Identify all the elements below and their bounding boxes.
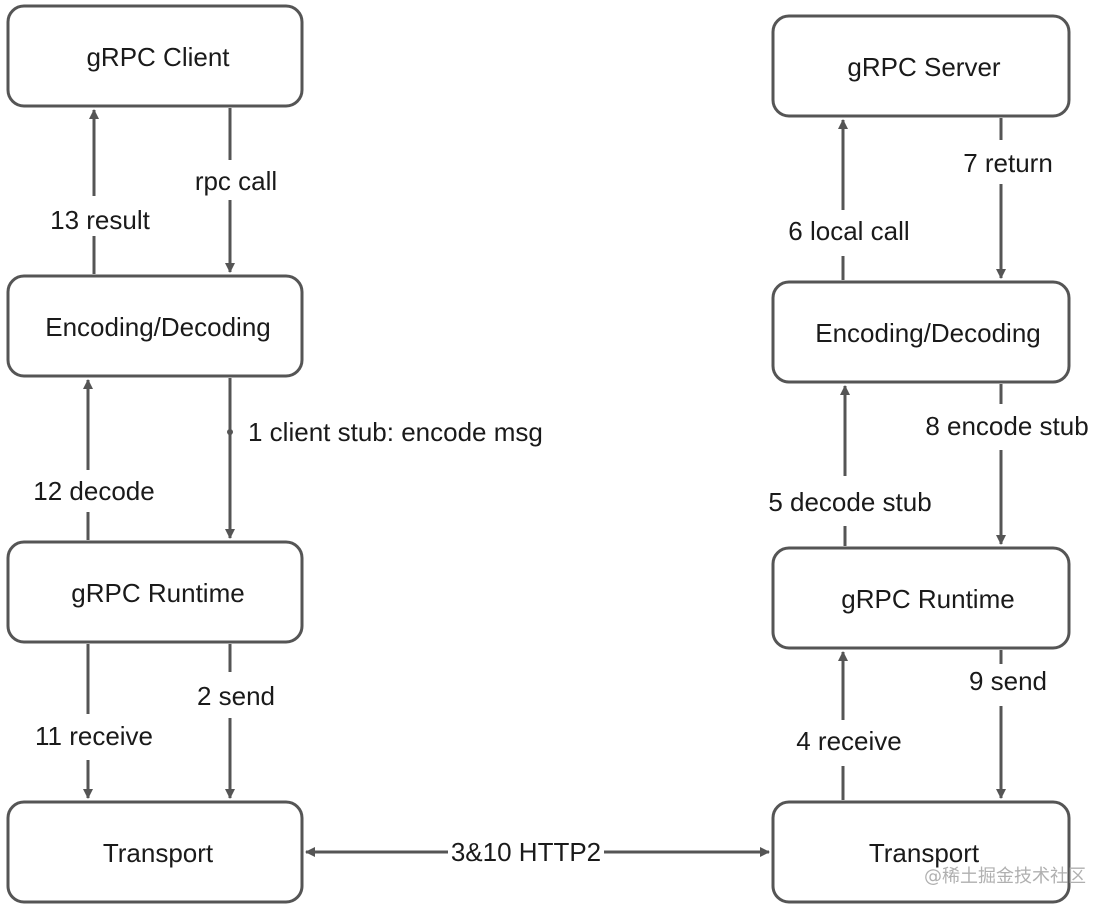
client-grpc-runtime-box: gRPC Runtime <box>6 540 304 644</box>
edge-9-send-label: 9 send <box>969 666 1047 696</box>
edge-5-decode-stub: 5 decode stub <box>768 385 932 546</box>
edge-rpc-call-label: rpc call <box>195 166 277 196</box>
client-grpc-runtime-label: gRPC Runtime <box>71 578 244 608</box>
edge-7-return: 7 return <box>963 118 1053 279</box>
edge-12-decode: 12 decode <box>33 379 155 540</box>
server-encoding-decoding-label: Encoding/Decoding <box>815 318 1041 348</box>
edge-6-local-call: 6 local call <box>788 119 910 280</box>
edge-4-receive-label: 4 receive <box>796 726 902 756</box>
edge-13-result: 13 result <box>50 109 151 274</box>
grpc-server-box: gRPC Server <box>771 14 1071 118</box>
client-encoding-decoding-label: Encoding/Decoding <box>45 312 271 342</box>
watermark-text: @稀土掘金技术社区 <box>924 866 1086 887</box>
edge-13-result-label: 13 result <box>50 205 150 235</box>
client-transport-box: Transport <box>6 800 304 904</box>
edge-2-send: 2 send <box>197 644 275 799</box>
edge-9-send: 9 send <box>969 650 1047 799</box>
edge-12-decode-label: 12 decode <box>33 476 154 506</box>
edge-1-encode-msg-label: 1 client stub: encode msg <box>248 417 543 447</box>
edge-3-10-http2: 3&10 HTTP2 <box>305 837 770 867</box>
edge-2-send-label: 2 send <box>197 681 275 711</box>
edge-8-encode-stub-label: 8 encode stub <box>925 411 1088 441</box>
client-encoding-decoding-box: Encoding/Decoding <box>6 274 304 378</box>
edge-6-local-call-label: 6 local call <box>788 216 909 246</box>
server-grpc-runtime-label: gRPC Runtime <box>841 584 1014 614</box>
edge-1-encode-msg-dot <box>227 429 233 435</box>
edge-11-receive: 11 receive <box>35 644 153 799</box>
edge-11-receive-label: 11 receive <box>35 721 153 751</box>
edge-http2-label: 3&10 HTTP2 <box>451 837 601 867</box>
client-transport-label: Transport <box>103 838 214 868</box>
grpc-server-label: gRPC Server <box>847 52 1000 82</box>
edge-rpc-call: rpc call <box>195 108 277 273</box>
edge-4-receive: 4 receive <box>796 651 902 800</box>
server-encoding-decoding-box: Encoding/Decoding <box>771 280 1071 384</box>
grpc-client-label: gRPC Client <box>86 42 230 72</box>
server-grpc-runtime-box: gRPC Runtime <box>771 546 1071 650</box>
server-transport-label: Transport <box>869 838 980 868</box>
edge-7-return-label: 7 return <box>963 148 1053 178</box>
edge-1-encode-msg: 1 client stub: encode msg <box>225 378 543 539</box>
server-transport-box: Transport <box>771 800 1071 904</box>
edge-5-decode-stub-label: 5 decode stub <box>768 487 931 517</box>
edge-8-encode-stub: 8 encode stub <box>925 384 1089 545</box>
grpc-client-box: gRPC Client <box>6 4 304 108</box>
